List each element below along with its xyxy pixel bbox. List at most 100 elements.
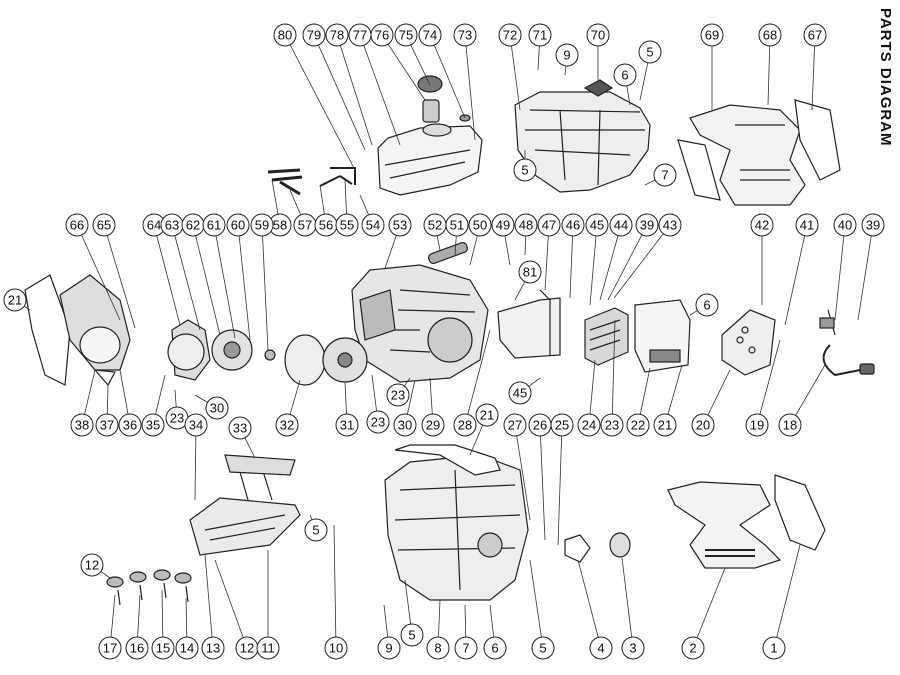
handle-rods-part xyxy=(267,167,356,196)
part-callout-45: 45 xyxy=(585,213,609,237)
callout-number: 71 xyxy=(533,28,547,43)
part-callout-28: 28 xyxy=(453,413,477,437)
part-callout-74: 74 xyxy=(418,23,442,47)
callout-number: 9 xyxy=(563,48,570,63)
leader-line xyxy=(174,235,201,331)
callout-circle xyxy=(555,43,579,67)
callout-circle xyxy=(503,413,527,437)
muffler-part xyxy=(584,307,629,366)
leader-line xyxy=(621,557,633,638)
leader-line xyxy=(238,235,251,341)
callout-circle xyxy=(638,40,662,64)
callout-number: 5 xyxy=(539,641,546,656)
callout-circle xyxy=(589,636,613,660)
leader-line xyxy=(404,579,412,625)
part-callout-48: 48 xyxy=(514,213,538,237)
leader-line xyxy=(438,599,441,638)
callout-number: 80 xyxy=(278,28,292,43)
callout-circle xyxy=(681,636,705,660)
cable-part xyxy=(819,309,875,377)
callout-number: 25 xyxy=(555,418,569,433)
callout-number: 27 xyxy=(508,418,522,433)
part-callout-61: 61 xyxy=(202,213,226,237)
callout-circle xyxy=(125,636,149,660)
callout-circle xyxy=(92,213,116,237)
leader-line xyxy=(667,364,683,415)
leader-line xyxy=(289,44,356,171)
leader-line xyxy=(433,44,466,119)
callout-circle xyxy=(400,623,424,647)
callout-circle xyxy=(95,413,119,437)
callout-circle xyxy=(393,413,417,437)
leader-line xyxy=(589,235,597,306)
callout-number: 73 xyxy=(458,28,472,43)
callout-number: 58 xyxy=(273,218,287,233)
part-callout-18: 18 xyxy=(778,413,802,437)
callout-circle xyxy=(498,23,522,47)
callout-number: 8 xyxy=(434,641,441,656)
leader-line xyxy=(344,179,347,215)
part-callout-17: 17 xyxy=(98,636,122,660)
callout-circle xyxy=(302,23,326,47)
callout-number: 17 xyxy=(103,641,117,656)
leader-line xyxy=(759,339,781,415)
callout-number: 22 xyxy=(631,418,645,433)
leader-line xyxy=(529,559,542,638)
callout-number: 51 xyxy=(450,218,464,233)
part-callout-5: 5 xyxy=(531,636,555,660)
callout-number: 55 xyxy=(340,218,354,233)
callout-number: 21 xyxy=(8,293,22,308)
callout-number: 52 xyxy=(428,218,442,233)
diagram-title: PARTS DIAGRAM xyxy=(877,8,894,147)
leader-line xyxy=(611,319,616,415)
callout-circle xyxy=(445,213,469,237)
callout-circle xyxy=(377,636,401,660)
part-callout-78: 78 xyxy=(325,23,349,47)
callout-number: 81 xyxy=(523,265,537,280)
callout-number: 49 xyxy=(496,218,510,233)
part-callout-62: 62 xyxy=(181,213,205,237)
leader-line xyxy=(639,367,651,415)
callout-number: 50 xyxy=(473,218,487,233)
callout-number: 75 xyxy=(399,28,413,43)
part-callout-65: 65 xyxy=(92,213,116,237)
leader-line xyxy=(599,235,619,301)
leader-line xyxy=(467,329,491,415)
callout-circle xyxy=(609,213,633,237)
leader-line xyxy=(106,384,109,415)
part-callout-53: 53 xyxy=(388,213,412,237)
leader-line xyxy=(119,369,129,415)
callout-circle xyxy=(370,23,394,47)
part-callout-23: 23 xyxy=(366,410,390,434)
callout-number: 11 xyxy=(261,641,275,656)
leader-line xyxy=(185,597,188,638)
callout-number: 6 xyxy=(703,298,710,313)
leader-line xyxy=(410,44,431,86)
leader-line xyxy=(155,374,166,415)
callout-circle xyxy=(361,213,385,237)
leader-line xyxy=(406,379,416,415)
leader-line xyxy=(469,424,484,456)
leader-line xyxy=(557,435,563,546)
callout-number: 72 xyxy=(503,28,517,43)
leader-line xyxy=(289,379,301,415)
callout-circle xyxy=(758,23,782,47)
callout-number: 48 xyxy=(519,218,533,233)
callout-number: 40 xyxy=(838,218,852,233)
part-callout-19: 19 xyxy=(745,413,769,437)
part-drawings xyxy=(24,75,875,606)
callout-number: 6 xyxy=(491,641,498,656)
part-callout-47: 47 xyxy=(537,213,561,237)
callout-number: 7 xyxy=(462,641,469,656)
leader-line xyxy=(204,554,213,638)
part-callout-75: 75 xyxy=(394,23,418,47)
part-callout-25: 25 xyxy=(550,413,574,437)
part-callout-9: 9 xyxy=(377,636,401,660)
callout-number: 59 xyxy=(255,218,269,233)
part-callout-72: 72 xyxy=(498,23,522,47)
leader-line xyxy=(465,45,476,141)
callout-circle xyxy=(518,260,542,284)
part-callout-77: 77 xyxy=(348,23,372,47)
callout-number: 70 xyxy=(591,28,605,43)
part-callout-24: 24 xyxy=(577,413,601,437)
